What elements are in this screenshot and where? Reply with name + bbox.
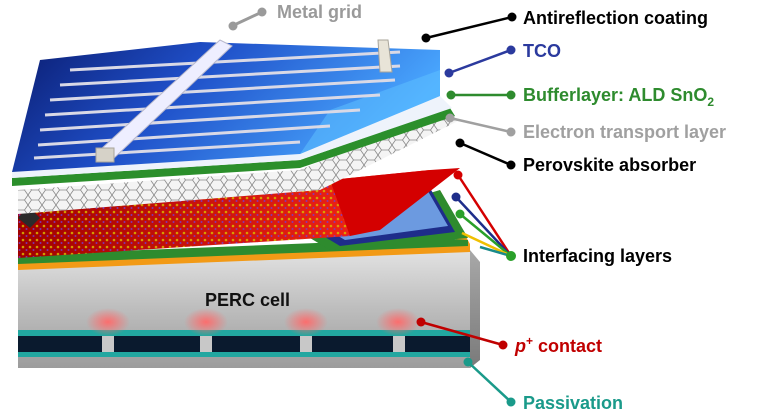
passivation-dot	[506, 397, 516, 407]
leader-lines	[228, 7, 517, 407]
tco-dot	[506, 45, 516, 55]
metal-grid-dot	[257, 7, 267, 17]
metal-grid-dot	[228, 21, 238, 31]
passivation-label: Passivation	[523, 393, 623, 413]
perc-cell-label: PERC cell	[205, 290, 290, 310]
p-contact-glow	[86, 308, 130, 336]
p-contact-glow	[284, 308, 328, 336]
electron-transport-layer	[18, 110, 460, 214]
p-contact-label-rest: contact	[533, 336, 602, 356]
perovskite-dot	[455, 138, 465, 148]
antireflection-label: Antireflection coating	[523, 8, 708, 28]
interfacing-dot	[453, 170, 463, 180]
bufferlayer-dot	[446, 90, 456, 100]
p-contact-dot	[416, 317, 426, 327]
perovskite-label: Perovskite absorber	[523, 155, 696, 175]
passivation-top-layer	[18, 330, 470, 336]
interfacing-dot	[451, 192, 461, 202]
p-contact-label-sup: +	[526, 334, 533, 348]
metal-grid	[33, 39, 401, 163]
bufferlayer-dot	[506, 90, 516, 100]
perovskite-dot	[506, 160, 516, 170]
etl-dot	[445, 113, 455, 123]
antireflection-dot	[507, 12, 517, 22]
metal-grid-label: Metal grid	[277, 2, 362, 22]
etl-dot	[506, 127, 516, 137]
p-contact-label-p: p	[514, 336, 526, 356]
passivation-dot	[463, 357, 473, 367]
bufferlayer-label: Bufferlayer: ALD SnO2	[523, 85, 714, 109]
tco-label: TCO	[523, 41, 561, 61]
interfacing-dot	[455, 209, 465, 219]
antireflection-dot	[421, 33, 431, 43]
interfacing-dot	[506, 251, 516, 261]
p-contact-label: p+ contact	[514, 334, 602, 356]
p-contact-glow	[184, 308, 228, 336]
passivation-bottom-layer	[18, 352, 470, 357]
bufferlayer-label-main: Bufferlayer: ALD SnO	[523, 85, 707, 105]
p-contact-glow	[376, 308, 420, 336]
perovskite-absorber	[18, 168, 460, 258]
tco-dot	[444, 68, 454, 78]
p-contact-dot	[498, 340, 508, 350]
passivation-dark-layer	[18, 336, 470, 352]
bufferlayer-label-subscript: 2	[707, 95, 714, 109]
interfacing-label: Interfacing layers	[523, 246, 672, 266]
etl-label: Electron transport layer	[523, 122, 726, 142]
